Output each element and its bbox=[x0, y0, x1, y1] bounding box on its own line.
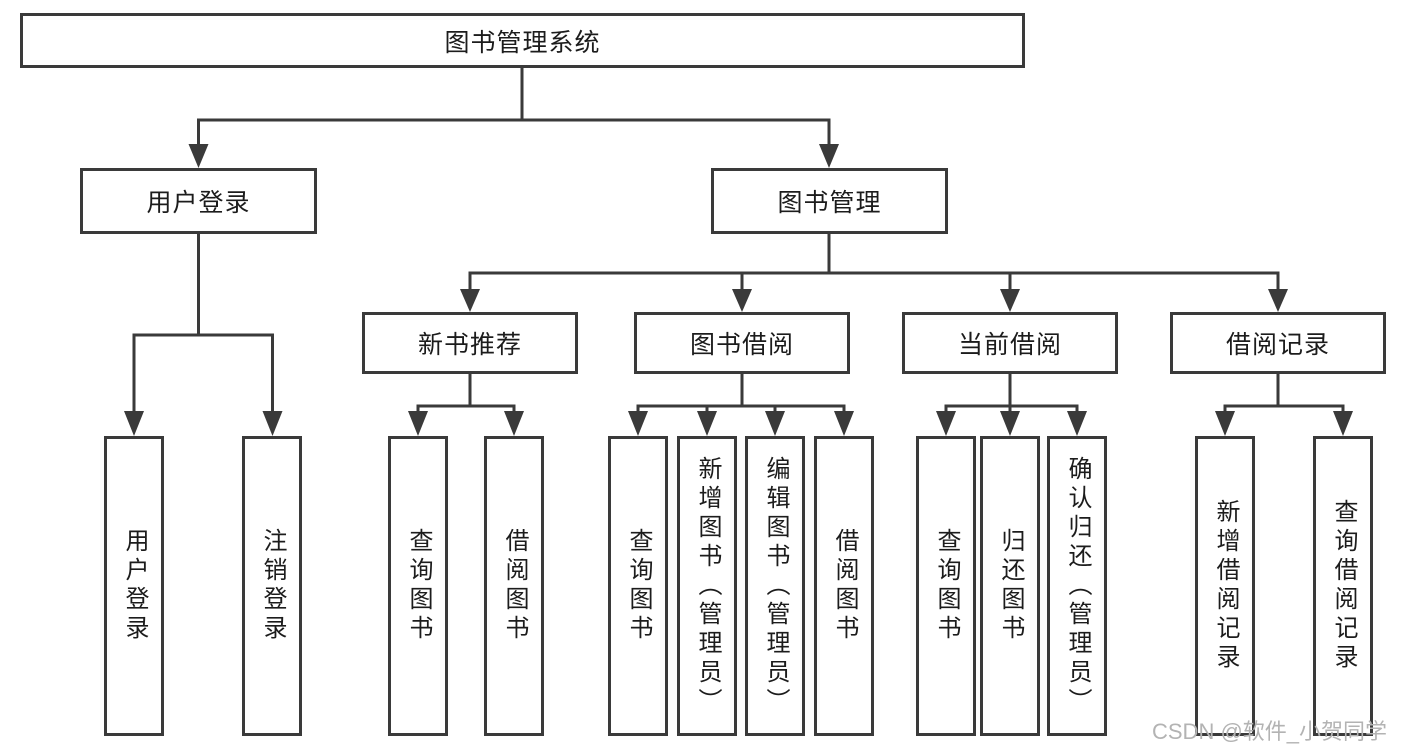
connector-user-login-children bbox=[124, 234, 283, 436]
leaf-return-books: 归还图书 bbox=[980, 436, 1040, 736]
connector-borrow-children bbox=[628, 374, 854, 436]
node-root-system: 图书管理系统 bbox=[20, 13, 1025, 68]
leaf-add-books-admin-label: 新增图书（管理员） bbox=[694, 455, 721, 717]
leaf-query-borrow-record: 查询借阅记录 bbox=[1313, 436, 1373, 736]
leaf-add-books-admin: 新增图书（管理员） bbox=[677, 436, 737, 736]
leaf-borrow-books: 借阅图书 bbox=[814, 436, 874, 736]
connector-current-children bbox=[936, 374, 1087, 436]
leaf-recommend-borrow-books-label: 借阅图书 bbox=[501, 528, 528, 644]
leaf-current-query-books: 查询图书 bbox=[916, 436, 976, 736]
leaf-logout: 注销登录 bbox=[242, 436, 302, 736]
leaf-add-borrow-record: 新增借阅记录 bbox=[1195, 436, 1255, 736]
node-current-borrow: 当前借阅 bbox=[902, 312, 1118, 374]
leaf-logout-label: 注销登录 bbox=[259, 528, 286, 644]
leaf-current-query-books-label: 查询图书 bbox=[933, 528, 960, 644]
csdn-watermark: CSDN @软件_小贺同学 bbox=[1152, 719, 1388, 744]
leaf-borrow-query-books-label: 查询图书 bbox=[625, 528, 652, 644]
leaf-query-borrow-record-label: 查询借阅记录 bbox=[1330, 499, 1357, 673]
leaf-confirm-return-admin: 确认归还（管理员） bbox=[1047, 436, 1107, 736]
connector-records-children bbox=[1215, 374, 1353, 436]
connector-root-to-level2 bbox=[188, 66, 839, 168]
leaf-user-login-label: 用户登录 bbox=[121, 528, 148, 644]
node-book-management: 图书管理 bbox=[711, 168, 948, 234]
node-new-book-recommend: 新书推荐 bbox=[362, 312, 578, 374]
leaf-edit-books-admin: 编辑图书（管理员） bbox=[745, 436, 805, 736]
leaf-borrow-books-label: 借阅图书 bbox=[831, 528, 858, 644]
leaf-add-borrow-record-label: 新增借阅记录 bbox=[1212, 499, 1239, 673]
leaf-recommend-borrow-books: 借阅图书 bbox=[484, 436, 544, 736]
connector-recommend-children bbox=[408, 374, 524, 436]
leaf-confirm-return-admin-label: 确认归还（管理员） bbox=[1064, 455, 1091, 717]
leaf-return-books-label: 归还图书 bbox=[997, 528, 1024, 644]
leaf-borrow-query-books: 查询图书 bbox=[608, 436, 668, 736]
node-user-login: 用户登录 bbox=[80, 168, 317, 234]
connector-book-mgmt-to-level3 bbox=[460, 234, 1288, 312]
node-book-borrow: 图书借阅 bbox=[634, 312, 850, 374]
node-borrow-records: 借阅记录 bbox=[1170, 312, 1386, 374]
leaf-edit-books-admin-label: 编辑图书（管理员） bbox=[762, 455, 789, 717]
leaf-recommend-query-books: 查询图书 bbox=[388, 436, 448, 736]
leaf-recommend-query-books-label: 查询图书 bbox=[405, 528, 432, 644]
leaf-user-login: 用户登录 bbox=[104, 436, 164, 736]
